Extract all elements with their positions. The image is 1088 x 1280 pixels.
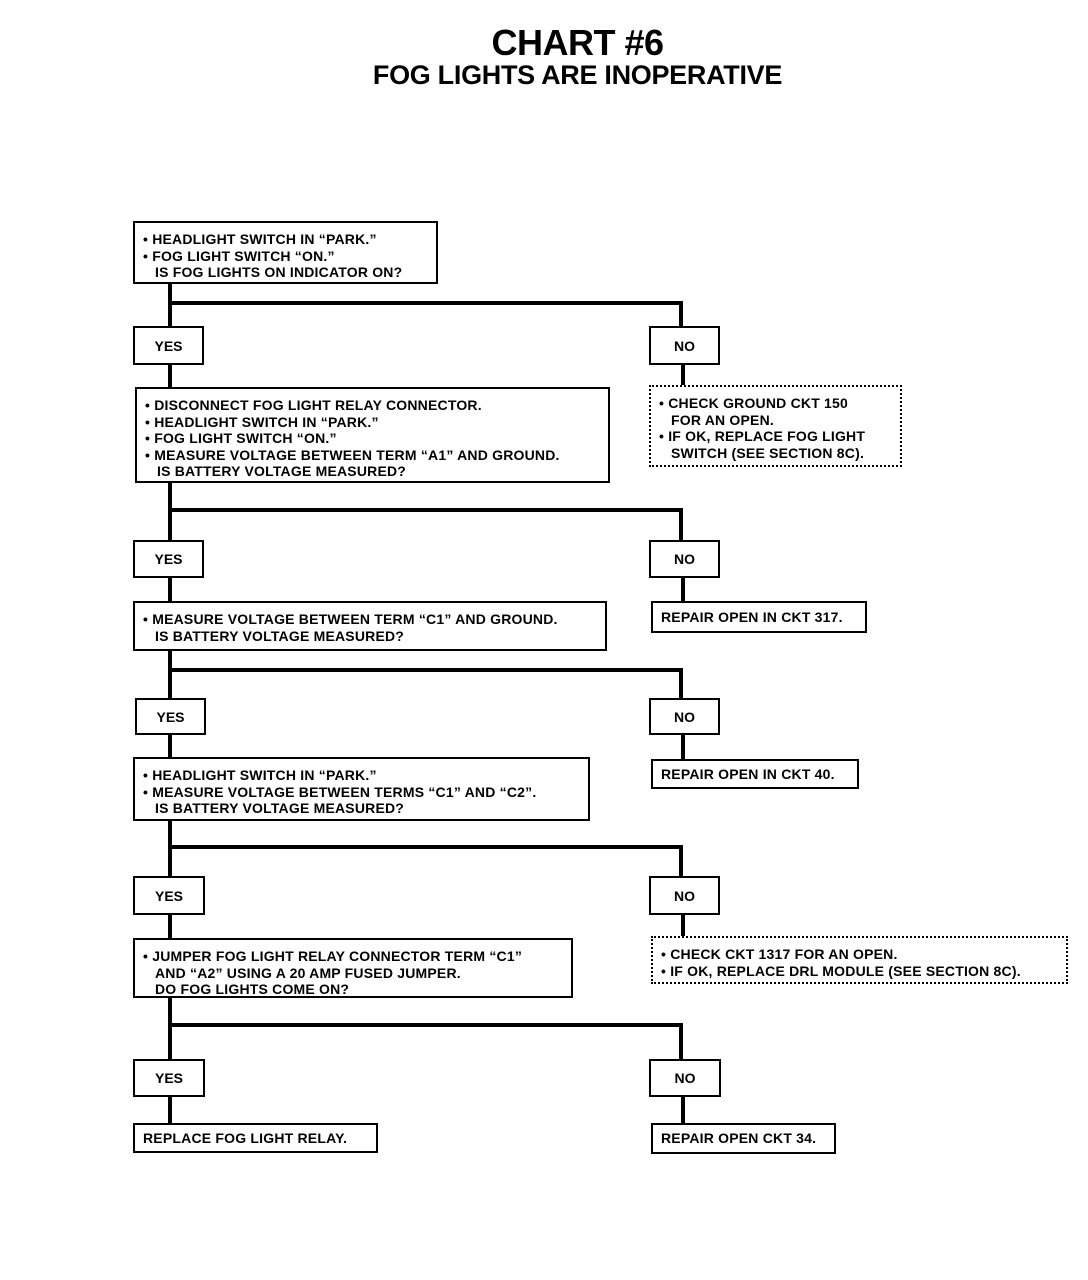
step-1-line-3: IS FOG LIGHTS ON INDICATOR ON? [155,264,403,280]
step-4-yes-label: YES [133,876,205,915]
step-1-box: HEADLIGHT SWITCH IN “PARK.” FOG LIGHT SW… [133,221,438,284]
step-5-yes-line-1: REPLACE FOG LIGHT RELAY. [143,1129,348,1146]
step-1-no-line-3: IF OK, REPLACE FOG LIGHT [659,428,892,445]
step-1-no-result: CHECK GROUND CKT 150 FOR AN OPEN. IF OK,… [649,385,902,467]
branch-line-2 [168,481,683,542]
step-2-box: DISCONNECT FOG LIGHT RELAY CONNECTOR. HE… [135,387,610,483]
step-1-line-2: FOG LIGHT SWITCH “ON.” [143,248,428,265]
step-1-line-1: HEADLIGHT SWITCH IN “PARK.” [143,231,428,248]
step-1-no-line-1: CHECK GROUND CKT 150 [659,395,892,412]
step-2-line-2: HEADLIGHT SWITCH IN “PARK.” [145,414,600,431]
step-2-no-label: NO [649,540,720,578]
step-4-no-line-1: CHECK CKT 1317 FOR AN OPEN. [661,946,1058,963]
step-5-line-3: DO FOG LIGHTS COME ON? [155,981,350,997]
step-4-no-label: NO [649,876,720,915]
step-5-yes-label: YES [133,1059,205,1097]
branch-line-1 [168,282,683,328]
step-4-line-2: MEASURE VOLTAGE BETWEEN TERMS “C1” AND “… [143,784,580,801]
step-3-no-label: NO [649,698,720,735]
step-5-no-label: NO [649,1059,721,1097]
step-5-line-1: JUMPER FOG LIGHT RELAY CONNECTOR TERM “C… [143,948,563,965]
chart-title: CHART #6 [491,22,664,63]
step-5-line-2: AND “A2” USING A 20 AMP FUSED JUMPER. [155,964,461,981]
step-3-no-result: REPAIR OPEN IN CKT 40. [651,759,859,789]
step-2-no-line-1: REPAIR OPEN IN CKT 317. [661,608,843,625]
step-4-no-result: CHECK CKT 1317 FOR AN OPEN. IF OK, REPLA… [651,936,1068,984]
step-3-line-2: IS BATTERY VOLTAGE MEASURED? [155,627,405,644]
branch-line-5 [168,996,683,1061]
branch-line-4 [168,819,683,878]
step-1-no-label: NO [649,326,720,365]
step-2-yes-label: YES [133,540,204,578]
step-5-yes-result: REPLACE FOG LIGHT RELAY. [133,1123,378,1153]
step-2-line-1: DISCONNECT FOG LIGHT RELAY CONNECTOR. [145,397,600,414]
step-4-no-line-2: IF OK, REPLACE DRL MODULE (SEE SECTION 8… [661,963,1058,980]
step-4-line-1: HEADLIGHT SWITCH IN “PARK.” [143,767,580,784]
step-3-box: MEASURE VOLTAGE BETWEEN TERM “C1” AND GR… [133,601,607,651]
step-1-yes-label: YES [133,326,204,365]
branch-line-3 [168,649,683,700]
step-2-no-result: REPAIR OPEN IN CKT 317. [651,601,867,633]
step-2-line-5: IS BATTERY VOLTAGE MEASURED? [157,463,407,479]
step-5-no-result: REPAIR OPEN CKT 34. [651,1123,836,1154]
step-2-line-3: FOG LIGHT SWITCH “ON.” [145,430,600,447]
step-5-box: JUMPER FOG LIGHT RELAY CONNECTOR TERM “C… [133,938,573,998]
step-2-line-4: MEASURE VOLTAGE BETWEEN TERM “A1” AND GR… [145,447,600,464]
step-3-no-line-1: REPAIR OPEN IN CKT 40. [661,765,835,782]
step-3-line-1: MEASURE VOLTAGE BETWEEN TERM “C1” AND GR… [143,611,597,628]
chart-subtitle: FOG LIGHTS ARE INOPERATIVE [372,60,783,90]
step-3-yes-label: YES [135,698,206,735]
step-4-box: HEADLIGHT SWITCH IN “PARK.” MEASURE VOLT… [133,757,590,821]
step-4-line-3: IS BATTERY VOLTAGE MEASURED? [155,800,405,816]
step-1-no-line-2: FOR AN OPEN. [671,411,774,428]
step-5-no-line-1: REPAIR OPEN CKT 34. [661,1130,817,1147]
step-1-no-line-4: SWITCH (SEE SECTION 8C). [671,444,865,461]
